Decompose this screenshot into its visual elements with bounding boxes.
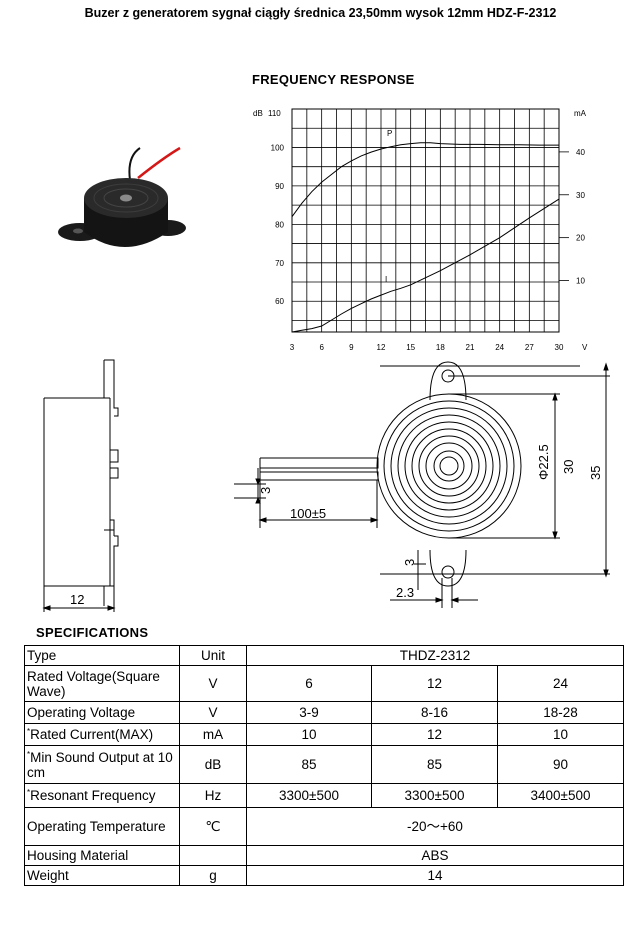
series-i-label: I xyxy=(385,275,387,284)
row-label: Rated Current(MAX) xyxy=(30,727,154,742)
row-mark: * xyxy=(27,788,31,797)
row-value: 3-9 xyxy=(246,701,372,724)
row-value: 12 xyxy=(371,723,498,746)
frequency-response-chart: 3 6 9 12 15 18 21 24 27 30 60 70 80 90 100 10 20 30 40 P… xyxy=(253,108,588,352)
x-tick-label: 6 xyxy=(319,343,324,352)
table-row: Operating Voltage V 3-9 8-16 18-28 xyxy=(24,701,624,724)
row-unit: Hz xyxy=(179,783,247,808)
tab-height-label: 3 xyxy=(402,559,417,566)
table-row: *Rated Current(MAX) mA 10 12 10 xyxy=(24,723,624,746)
row-value: 18-28 xyxy=(497,701,624,724)
row-value: 8-16 xyxy=(371,701,498,724)
row-label: Weight xyxy=(24,865,180,886)
row-value: 10 xyxy=(497,723,624,746)
lead-length-label: 100±5 xyxy=(290,506,326,521)
x-tick-label: 18 xyxy=(436,343,445,352)
row-value: 3300±500 xyxy=(246,783,372,808)
row-label: Operating Temperature xyxy=(24,807,180,846)
row-value: 3300±500 xyxy=(371,783,498,808)
table-row: *Resonant Frequency Hz 3300±500 3300±500… xyxy=(24,783,624,808)
lead-offset-label: 3 xyxy=(258,487,273,494)
row-label: Housing Material xyxy=(24,845,180,866)
inner-diameter-label: Φ22.5 xyxy=(536,444,551,480)
x-tick-label: 24 xyxy=(495,343,504,352)
row-value: 85 xyxy=(246,745,372,784)
series-p-line xyxy=(291,142,559,217)
y-left-unit: dB xyxy=(253,109,263,118)
table-row: Rated Voltage(Square Wave) V 6 12 24 xyxy=(24,665,624,702)
row-label: Operating Voltage xyxy=(27,705,136,720)
row-mark: * xyxy=(27,749,31,759)
row-unit: g xyxy=(179,865,247,886)
row-unit: dB xyxy=(179,745,247,784)
row-unit xyxy=(179,845,247,866)
mount-span-label: 35 xyxy=(588,466,603,480)
y-left-top-label: 110 xyxy=(268,109,281,118)
front-view-drawing: 100±5 3 Φ22.5 30 35 3 2.3 xyxy=(234,361,610,608)
specifications-heading: SPECIFICATIONS xyxy=(36,625,149,640)
row-unit: mA xyxy=(179,723,247,746)
y-left-tick-label: 80 xyxy=(275,220,284,229)
row-value: 3400±500 xyxy=(497,783,624,808)
series-p-label: P xyxy=(387,129,392,138)
x-tick-label: 15 xyxy=(406,343,415,352)
x-tick-label: 21 xyxy=(466,343,475,352)
row-label: Rated Voltage(Square Wave) xyxy=(27,668,160,699)
header-label: Type xyxy=(24,645,180,666)
y-right-tick-label: 20 xyxy=(576,234,585,243)
x-tick-label: 30 xyxy=(555,343,564,352)
page-title: Buzer z generatorem sygnał ciągły średni… xyxy=(84,6,557,20)
y-right-tick-label: 30 xyxy=(576,191,585,200)
x-tick-label: 27 xyxy=(525,343,534,352)
y-left-tick-label: 100 xyxy=(271,143,285,152)
row-unit: ℃ xyxy=(179,807,247,846)
row-value: 90 xyxy=(497,745,624,784)
x-unit: V xyxy=(582,343,588,352)
table-row: *Min Sound Output at 10 cm dB 85 85 90 xyxy=(24,745,624,784)
header-model: THDZ-2312 xyxy=(246,645,624,666)
row-value: ABS xyxy=(246,845,624,866)
y-right-tick-label: 10 xyxy=(576,277,585,286)
y-right-unit: mA xyxy=(574,109,587,118)
header-unit: Unit xyxy=(179,645,247,666)
y-left-tick-label: 90 xyxy=(275,182,284,191)
y-left-tick-label: 70 xyxy=(275,259,284,268)
row-value: 85 xyxy=(371,745,498,784)
row-value: 24 xyxy=(497,665,624,702)
row-value: 10 xyxy=(246,723,372,746)
x-tick-label: 12 xyxy=(377,343,386,352)
specifications-table: Type Unit THDZ-2312 Rated Voltage(Square… xyxy=(24,645,624,886)
buzzer-photo xyxy=(58,146,186,247)
y-left-tick-label: 60 xyxy=(275,297,284,306)
row-label: Min Sound Output at 10 cm xyxy=(27,749,173,780)
row-value: -20～+60 xyxy=(246,807,624,846)
table-row: Housing Material ABS xyxy=(24,845,624,866)
row-mark: * xyxy=(27,727,31,736)
x-tick-label: 9 xyxy=(349,343,354,352)
x-tick-label: 3 xyxy=(290,343,295,352)
row-value: 14 xyxy=(246,865,624,886)
y-right-tick-label: 40 xyxy=(576,148,585,157)
table-row: Type Unit THDZ-2312 xyxy=(24,645,624,666)
row-label: Resonant Frequency xyxy=(30,788,156,803)
outer-diameter-label: 30 xyxy=(561,460,576,474)
table-row: Weight g 14 xyxy=(24,865,624,886)
side-width-label: 12 xyxy=(70,592,84,607)
row-value: 6 xyxy=(246,665,372,702)
hole-label: 2.3 xyxy=(396,585,414,600)
table-row: Operating Temperature ℃ -20～+60 xyxy=(24,807,624,846)
side-view-drawing: 12 xyxy=(42,359,119,612)
row-unit: V xyxy=(179,701,247,724)
frequency-response-heading: FREQUENCY RESPONSE xyxy=(252,72,415,87)
row-unit: V xyxy=(179,665,247,702)
series-i-line xyxy=(291,198,560,333)
row-value: 12 xyxy=(371,665,498,702)
